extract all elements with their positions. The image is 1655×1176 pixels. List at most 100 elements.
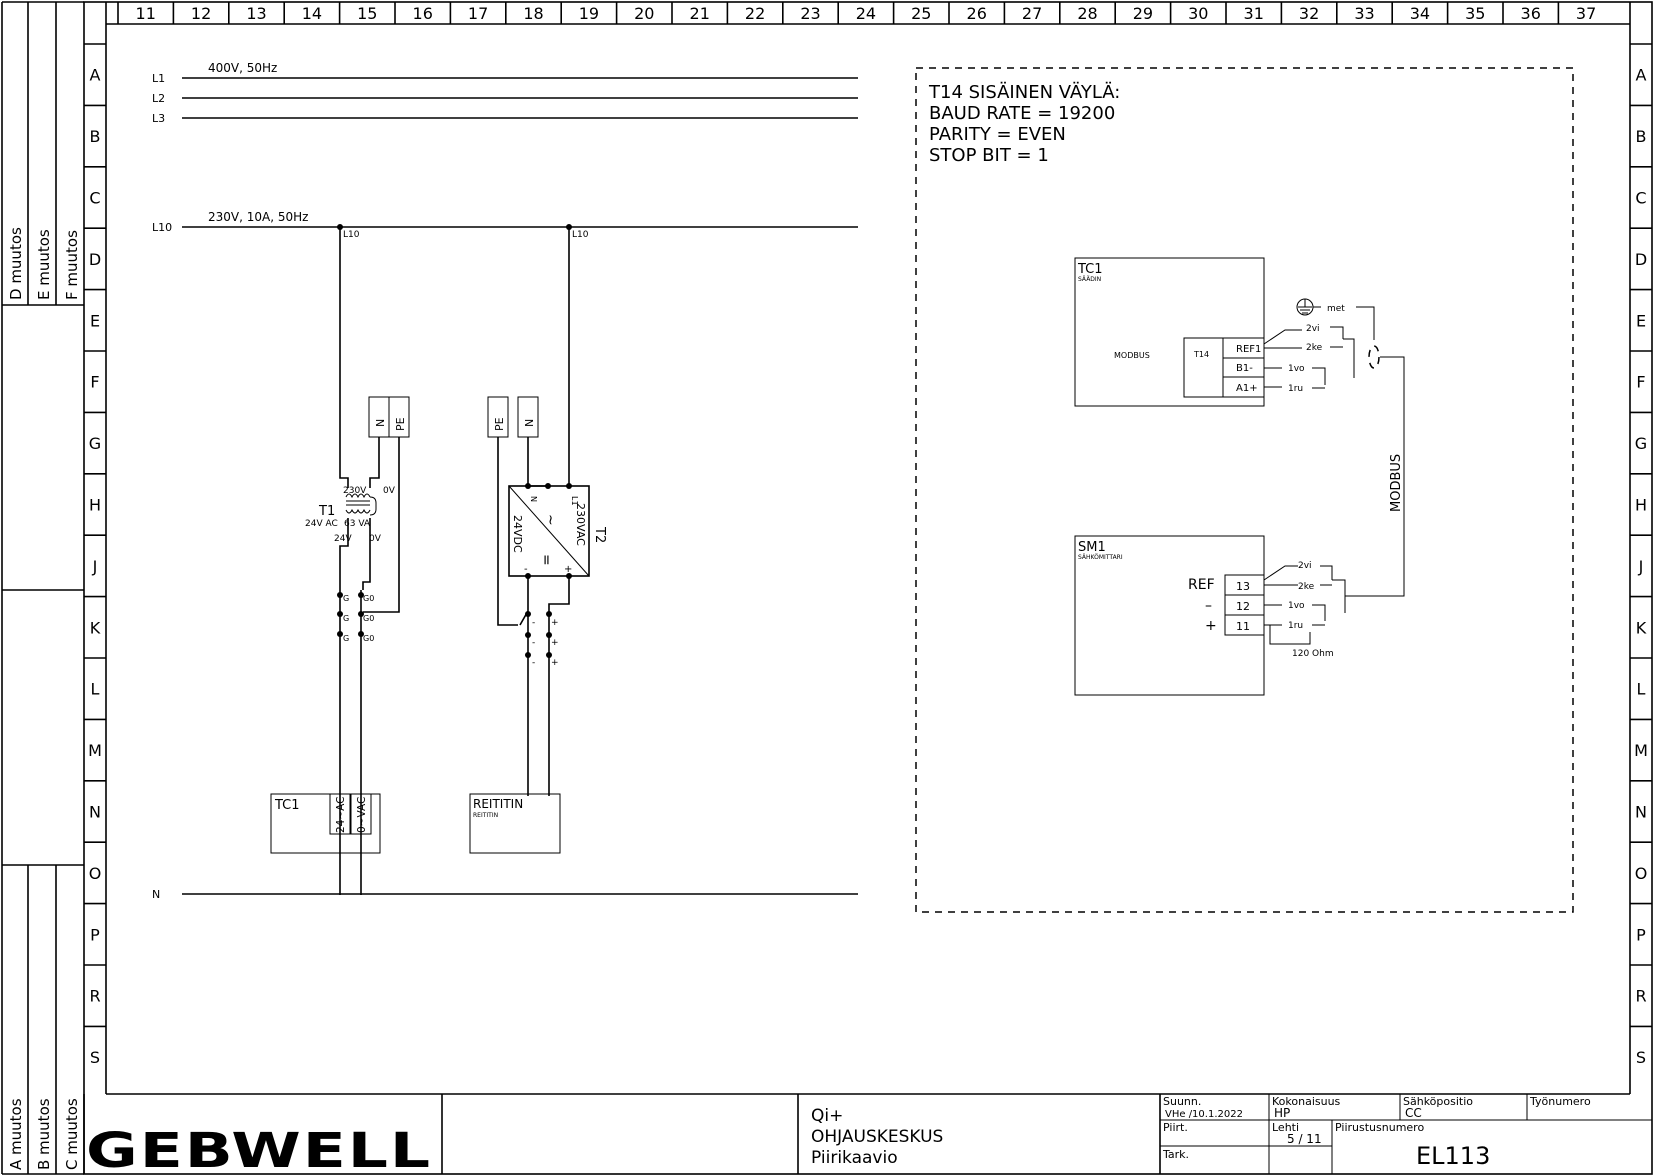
sm1-t12: 12 — [1236, 600, 1250, 613]
row-label: S — [90, 1048, 100, 1067]
sm1-1ru: 1ru — [1288, 621, 1303, 631]
t1-term-g-2: G — [343, 614, 349, 623]
bus-note: T14 SISÄINEN VÄYLÄ: BAUD RATE = 19200 PA… — [928, 82, 1120, 166]
t2-out-label: 24VDC — [511, 515, 524, 553]
tark-label: Tark. — [1162, 1148, 1189, 1161]
tc1-load-name: TC1 — [274, 798, 300, 813]
t2-dc-symbol: = — [538, 554, 554, 566]
row-label: G — [1635, 434, 1647, 453]
l2-label: L2 — [152, 92, 165, 105]
row-label: B — [1636, 127, 1647, 146]
t1-term-g0-3: G0 — [363, 634, 374, 643]
tc1-ref1: REF1 — [1236, 344, 1261, 355]
column-label: 15 — [357, 4, 377, 23]
lehti-label: Lehti — [1272, 1121, 1299, 1134]
row-label: M — [1634, 741, 1648, 760]
sahkopositio-value: CC — [1405, 1106, 1422, 1120]
column-label: 33 — [1354, 4, 1374, 23]
row-label: E — [1636, 311, 1646, 330]
row-label: K — [1636, 618, 1647, 637]
piirustusnumero-label: Piirustusnumero — [1335, 1121, 1424, 1134]
column-label: 35 — [1465, 4, 1485, 23]
t1-primary-label: 230V — [343, 486, 367, 496]
row-label: R — [1635, 987, 1646, 1006]
row-label: S — [1636, 1048, 1646, 1067]
router-sub: REITITIN — [473, 812, 498, 819]
sm1-2vi: 2vi — [1298, 561, 1312, 571]
t2-name: T2 — [592, 526, 607, 543]
column-label: 17 — [468, 4, 488, 23]
tc1-controller: TC1 SÄÄDIN MODBUS T14 REF1 B1- A1+ met 2… — [1074, 257, 1405, 597]
internal-bus-boundary — [915, 67, 1574, 913]
suunn-label: Suunn. — [1163, 1095, 1201, 1108]
t1-primary-0v-label: 0V — [383, 486, 396, 496]
bus-note-line3: PARITY = EVEN — [929, 124, 1066, 145]
l3-label: L3 — [152, 112, 165, 125]
revision-d: D muutos — [7, 227, 25, 300]
l1-label: L1 — [152, 72, 165, 85]
row-label: H — [89, 496, 101, 515]
row-label: H — [1635, 496, 1647, 515]
router-name: REITITIN — [473, 797, 523, 811]
row-label: G — [89, 434, 101, 453]
t2-term-minus-3: - — [532, 658, 535, 668]
column-label: 16 — [413, 4, 433, 23]
suunn-value: VHe /10.1.2022 — [1165, 1109, 1243, 1120]
drawing-number: EL113 — [1416, 1142, 1490, 1170]
t1-term-g0-2: G0 — [363, 614, 374, 623]
row-label: C — [1635, 189, 1646, 208]
sm1-2ke: 2ke — [1298, 582, 1315, 592]
tc1-b1: B1- — [1236, 363, 1253, 374]
tc1-met: met — [1327, 304, 1345, 314]
t2-pin-l1: L1 — [570, 496, 579, 506]
bus-note-line2: BAUD RATE = 19200 — [929, 103, 1115, 124]
revision-b: B muutos — [35, 1098, 53, 1170]
company-logo: GEBWELL — [86, 1123, 432, 1176]
t2-ac-symbol: ~ — [542, 514, 558, 526]
t2-term-plus-2: + — [551, 638, 559, 648]
sm1-t11: 11 — [1236, 620, 1250, 633]
t1-pe-box: PE — [394, 417, 407, 431]
sm1-sub: SÄHKÖMITTARI — [1078, 554, 1123, 561]
row-label: P — [90, 925, 100, 944]
row-label: D — [1635, 250, 1647, 269]
row-label: O — [89, 864, 102, 883]
sm1-ref: REF — [1188, 577, 1215, 593]
tc1-pin-0vac: 0~VAC — [356, 797, 368, 833]
piirt-label: Piirt. — [1163, 1121, 1188, 1134]
t2-power-supply-circuit: L10 PE N N L1 ~ = 230VAC 24VDC T2 - + - … — [469, 224, 607, 854]
row-label: O — [1635, 864, 1648, 883]
column-label: 18 — [523, 4, 543, 23]
sm1-name: SM1 — [1078, 540, 1106, 555]
tyonumero-label: Työnumero — [1529, 1095, 1591, 1108]
t2-term-minus-2: - — [532, 638, 535, 648]
revision-e: E muutos — [35, 229, 53, 300]
three-phase-label: 400V, 50Hz — [208, 61, 277, 75]
column-label: 20 — [634, 4, 654, 23]
t1-rating-ac: 24V AC — [305, 519, 338, 529]
t1-rating-va: 63 VA — [344, 519, 371, 529]
modbus-bus-label: MODBUS — [1389, 454, 1404, 512]
sahkopositio-label: Sähköpositio — [1403, 1095, 1473, 1108]
t1-transformer-circuit: L10 N PE 230V 0V T1 24V AC 63 VA 24V 0V … — [270, 224, 410, 895]
tc1-1ru: 1ru — [1288, 384, 1303, 394]
drawing-subtitle: Piirikaavio — [811, 1148, 898, 1168]
supply-lines: L1 L2 L3 400V, 50Hz L10 230V, 10A, 50Hz … — [152, 61, 858, 901]
revision-labels: D muutos E muutos F muutos A muutos B mu… — [7, 227, 81, 1170]
tc1-t14: T14 — [1193, 350, 1209, 359]
t2-pin-n: N — [529, 496, 538, 502]
column-label: 29 — [1133, 4, 1153, 23]
tc1-name: TC1 — [1077, 262, 1103, 277]
column-label: 14 — [302, 4, 322, 23]
l10-rating-label: 230V, 10A, 50Hz — [208, 210, 308, 224]
column-label: 37 — [1576, 4, 1596, 23]
t2-plus: + — [564, 564, 572, 575]
sm1-energy-meter: SM1 SÄHKÖMITTARI REF – + 13 12 11 2vi 2k… — [1074, 535, 1346, 696]
column-label: 22 — [745, 4, 765, 23]
column-label: 19 — [579, 4, 599, 23]
tc1-sub: SÄÄDIN — [1078, 276, 1101, 283]
column-label: 34 — [1410, 4, 1430, 23]
sm1-ohm: 120 Ohm — [1292, 649, 1334, 659]
